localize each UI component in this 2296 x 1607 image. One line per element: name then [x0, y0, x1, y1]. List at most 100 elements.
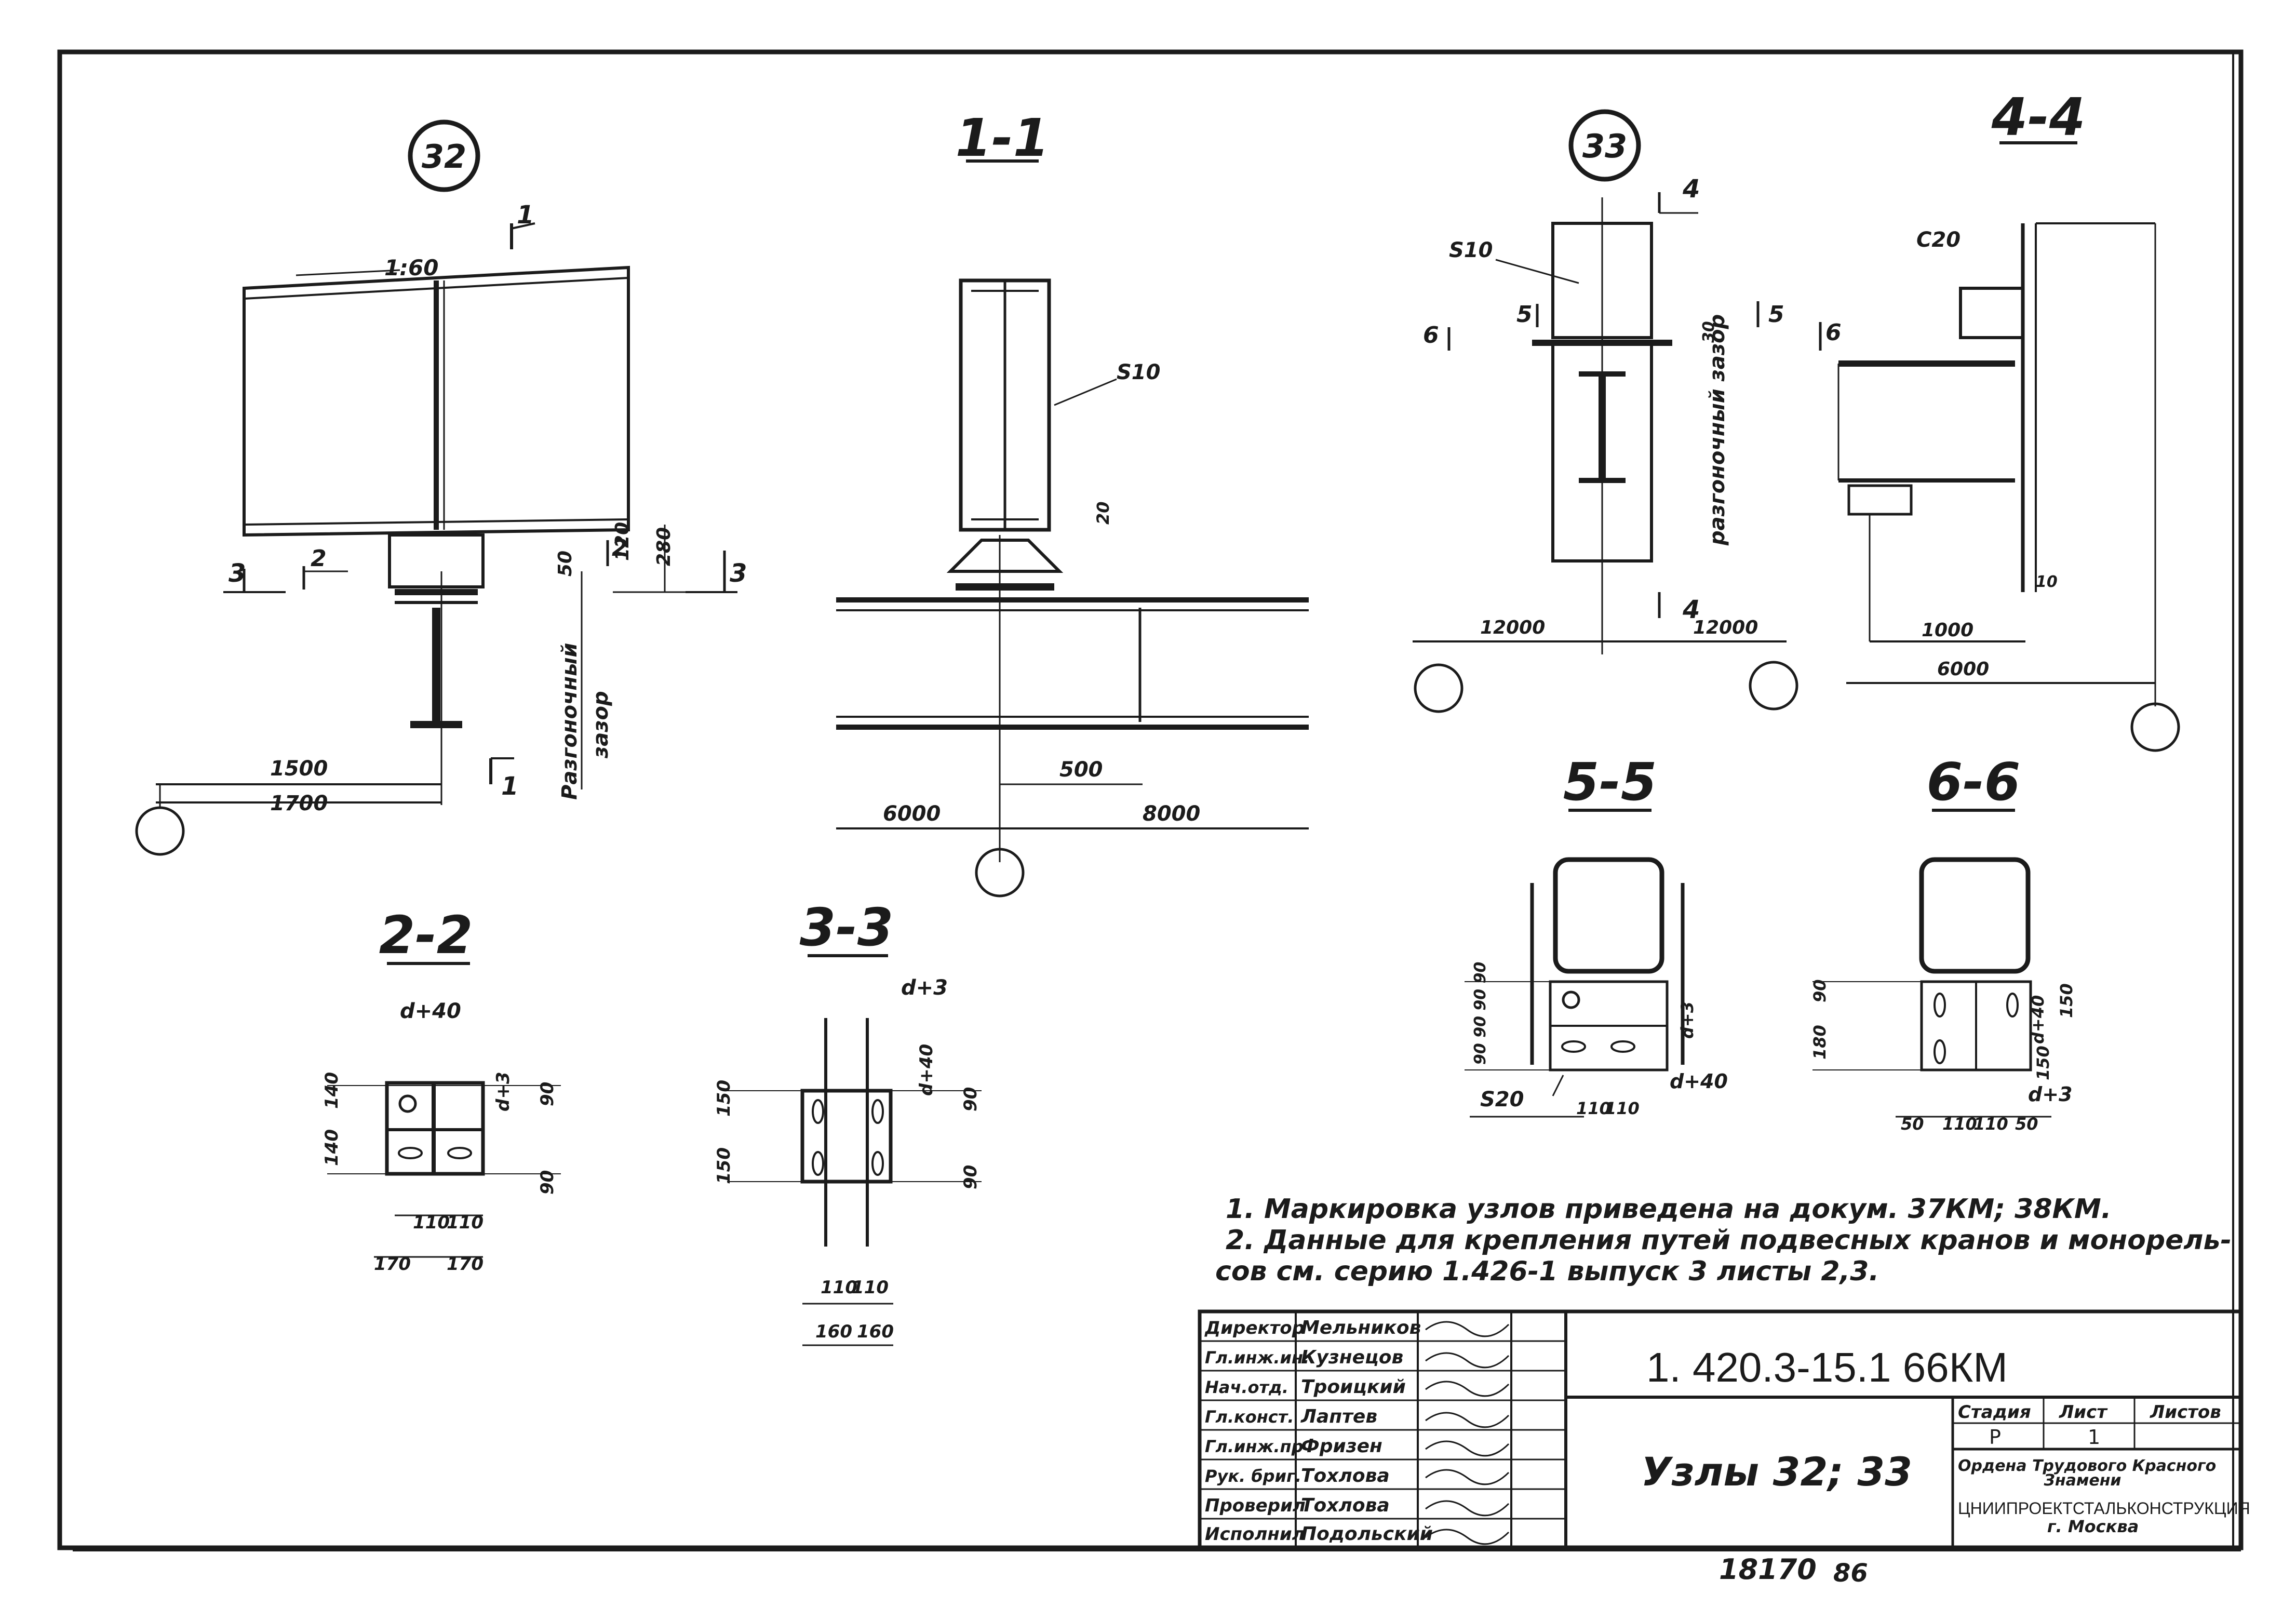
dim-110-sec55-right: 110: [1605, 1099, 1640, 1118]
dim-90-sec66: 90: [1810, 979, 1830, 1002]
section-3-3-title: 3-3: [800, 897, 894, 958]
section-5-5-box: [1553, 857, 1664, 974]
node-33-view: 33 S10 30 разгоночный зазор 12000 12000 …: [1413, 109, 1842, 713]
dim-d40-sec55: d+40: [1670, 1070, 1728, 1093]
dim-d3-sec33: d+3: [901, 976, 948, 1000]
row-name-executed: Подольский: [1301, 1523, 1433, 1545]
dim-90-stack: 90 90 90 90: [1471, 962, 1489, 1065]
section-3-3-plate: [800, 1089, 893, 1184]
stage-label: Стадия: [1958, 1402, 2031, 1423]
dim-110-sec33-right: 110: [852, 1277, 889, 1298]
section-mark-5-right: 5: [1768, 301, 1784, 328]
section-5-5-title: 5-5: [1563, 752, 1657, 812]
dim-150-sec66-upper: 150: [2057, 983, 2076, 1018]
label-s10-sec11: S10: [1117, 360, 1160, 384]
section-4-4-view: 4-4 С20 10 1000 6000: [1837, 87, 2180, 752]
section-4-4-title: 4-4: [1991, 87, 2086, 148]
section-mark-5-left: 5: [1516, 301, 1533, 328]
row-name-project-engineer: Фризен: [1301, 1436, 1382, 1457]
org-line-4: г. Москва: [2047, 1517, 2139, 1536]
dim-d3-sec22: d+3: [493, 1072, 514, 1111]
node-32-support: [388, 533, 485, 588]
dim-d40-sec33: d+40: [916, 1044, 937, 1096]
axis-bubble-sec11: [975, 848, 1025, 898]
inventory-number: 18170: [1719, 1553, 1817, 1586]
dim-110-sec33-left: 110: [821, 1277, 857, 1298]
dim-90-lower-sec33: 90: [960, 1165, 981, 1189]
drawing-frame: [57, 49, 2244, 1550]
section-mark-2-left: 2: [311, 545, 327, 572]
dim-1000: 1000: [1922, 620, 1973, 641]
section-mark-2-right: 2: [612, 535, 628, 561]
section-mark-4-top: 4: [1682, 175, 1700, 204]
note-2: 2. Данные для крепления путей подвесных …: [1226, 1225, 2232, 1256]
axis-bubble-sec44: [2130, 702, 2180, 752]
dim-30: 30: [1700, 321, 1718, 343]
section-1-1-view: 1-1 S10 20 500 6000 8000: [836, 108, 1309, 898]
row-role-project-engineer: Гл.инж.пр: [1205, 1437, 1304, 1456]
gap-note-32-line2: зазор: [589, 691, 613, 759]
section-6-6-view: 6-6 90 180 d+40 150 150 d+3 50 110 110 5…: [1810, 752, 2076, 1134]
dim-160-right: 160: [857, 1321, 894, 1342]
axis-bubble-32: [135, 806, 185, 856]
dim-12000-left: 12000: [1480, 617, 1545, 638]
node-33-marker: [1568, 109, 1641, 182]
dim-150-lower: 150: [714, 1147, 734, 1184]
dim-50-sec66-left: 50: [1901, 1114, 1924, 1134]
label-s20: S20: [1480, 1088, 1524, 1111]
sheet-value: 1: [2088, 1426, 2100, 1449]
org-line-3: ЦНИИПРОЕКТСТАЛЬКОНСТРУКЦИЯ: [1958, 1499, 2250, 1518]
row-role-checked: Проверил: [1205, 1495, 1306, 1516]
inventory-suffix: 86: [1833, 1559, 1868, 1588]
node-32-view: 32 1:60 1500 1700 50 120 280 3 3: [135, 119, 747, 856]
dim-110-sec66-right: 110: [1973, 1114, 2008, 1134]
dim-120: 120: [612, 522, 633, 561]
dim-10: 10: [2036, 573, 2058, 591]
section-mark-3-left: 3: [229, 559, 246, 588]
org-line-2: Знамени: [2044, 1471, 2122, 1490]
label-s10-node33: S10: [1449, 238, 1493, 262]
sheet-title: Узлы 32; 33: [1641, 1449, 1912, 1495]
node-32-marker-text: 32: [422, 138, 466, 176]
node-33-marker-text: 33: [1582, 127, 1627, 165]
dim-280: 280: [653, 527, 675, 566]
dim-1700: 1700: [270, 792, 328, 815]
dim-12000-right: 12000: [1693, 617, 1758, 638]
note-1: 1. Маркировка узлов приведена на докум. …: [1226, 1194, 2112, 1225]
dim-110-sec55-left: 110: [1576, 1099, 1611, 1118]
axis-bubble-33-left: [1414, 663, 1463, 713]
section-mark-1-bottom: 1: [501, 772, 518, 801]
sheet-label: Лист: [2059, 1402, 2108, 1423]
row-role-director: Директор: [1204, 1318, 1305, 1338]
dim-20: 20: [1093, 501, 1113, 525]
section-6-6-title: 6-6: [1927, 752, 2021, 812]
node-32-marker: [408, 119, 480, 192]
section-3-3-view: 3-3 d+3 d+40 90 90 150 150 110 110 160 1…: [714, 897, 982, 1346]
dim-140-lower: 140: [321, 1129, 342, 1166]
row-name-head-dept: Троицкий: [1301, 1376, 1406, 1398]
dim-1500: 1500: [270, 757, 328, 781]
note-2-cont: сов см. серию 1.426-1 выпуск 3 листы 2,3…: [1215, 1256, 1879, 1287]
row-role-chief-engineer: Гл.инж.ин.: [1205, 1348, 1309, 1368]
dim-110-sec66-left: 110: [1942, 1114, 1977, 1134]
row-role-chief-constructor: Гл.конст.: [1205, 1407, 1294, 1427]
dim-50: 50: [555, 551, 576, 577]
row-role-executed: Исполнил: [1205, 1524, 1305, 1545]
section-mark-6-right: 6: [1825, 319, 1842, 346]
node-32-beam: [243, 265, 630, 537]
dim-6000-sec11: 6000: [883, 802, 941, 826]
document-code: 1. 420.3-15.1 66КМ: [1646, 1344, 2008, 1390]
dim-d40-sec66: d+40: [2028, 995, 2048, 1044]
row-name-chief-engineer: Кузнецов: [1301, 1347, 1403, 1368]
dim-140-upper: 140: [321, 1072, 342, 1109]
row-name-team-lead: Тохлова: [1301, 1465, 1390, 1487]
section-2-2-view: 2-2 170 170 110 110 d+40 d+3 90 90 140 1…: [321, 905, 561, 1275]
signatures: [1425, 1321, 1510, 1545]
section-5-5-view: 5-5 90 90 90 90 d+3 d+40 S20 110 110: [1465, 752, 1728, 1118]
section-mark-6-left: 6: [1423, 322, 1439, 349]
section-mark-1-top: 1: [517, 200, 534, 230]
section-2-2-title: 2-2: [379, 905, 473, 966]
row-role-team-lead: Рук. бриг.: [1205, 1466, 1301, 1486]
dim-d40-sec22: d+40: [400, 999, 461, 1023]
